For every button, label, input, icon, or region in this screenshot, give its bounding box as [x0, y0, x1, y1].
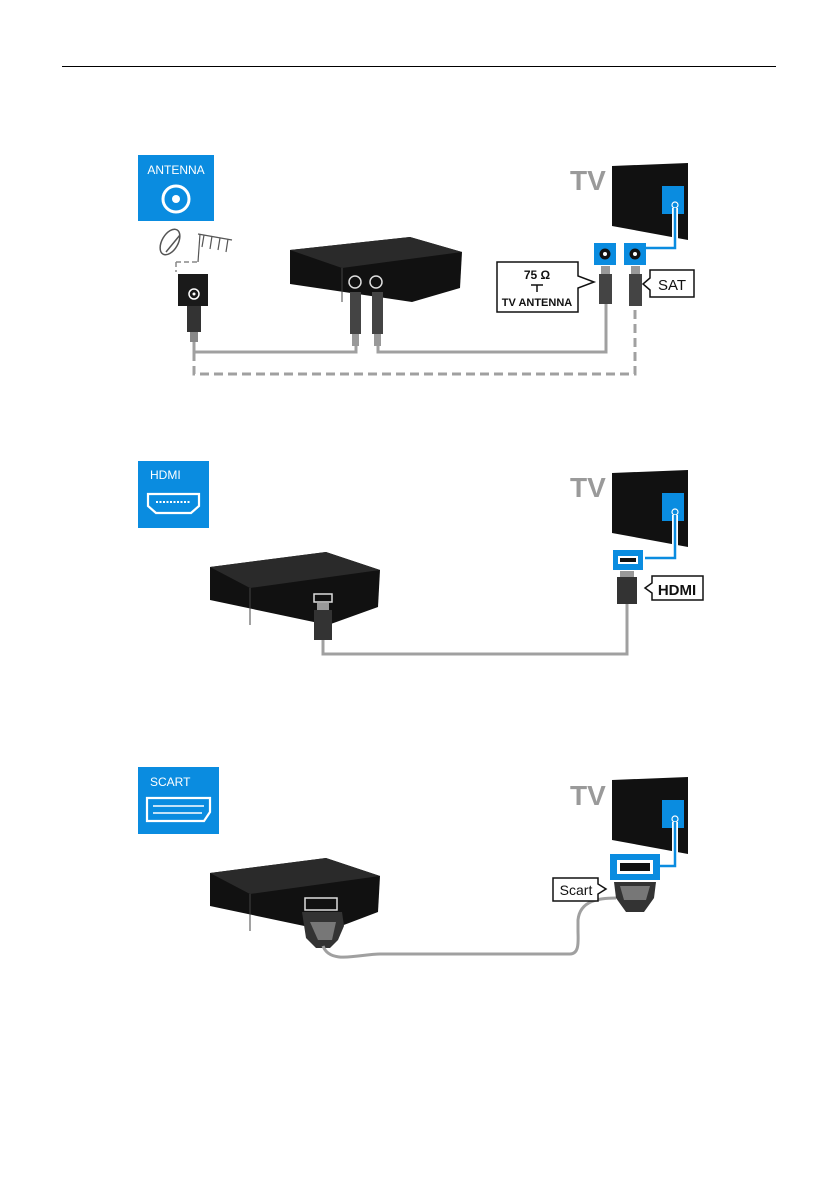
wall-socket	[178, 274, 208, 306]
hdmi-badge: HDMI	[138, 461, 209, 528]
tv-sat-plug	[629, 266, 642, 306]
tv-scart-port	[610, 854, 660, 880]
hdmi-callout-label: HDMI	[658, 582, 696, 599]
scart-callout-label: Scart	[560, 882, 593, 898]
tv-label: TV	[570, 165, 606, 196]
tv-hdmi-port	[613, 550, 643, 570]
antenna-badge-label: ANTENNA	[147, 163, 204, 177]
sat-callout-label: SAT	[658, 277, 686, 294]
hdmi-cable	[323, 604, 627, 654]
scart-connection-diagram: SCART TV Scart	[0, 765, 839, 965]
tv-label: TV	[570, 780, 606, 811]
tv-antenna-plug	[599, 266, 612, 304]
antenna-connection-diagram: ANTENNA	[0, 140, 839, 390]
scart-badge-label: SCART	[150, 775, 191, 789]
antenna-badge: ANTENNA	[138, 155, 214, 221]
tv-scart-plug	[614, 882, 656, 912]
antenna-callout-label: TV ANTENNA	[502, 297, 573, 309]
hdmi-connection-diagram: HDMI TV HDMI	[0, 455, 839, 665]
satellite-dashed-cable	[194, 306, 635, 374]
satellite-dish-icon	[156, 226, 184, 258]
scart-callout: Scart	[553, 878, 606, 901]
tv-sat-port	[624, 243, 646, 265]
box-antenna-plug-in	[350, 292, 361, 346]
hdmi-badge-label: HDMI	[150, 468, 181, 482]
sat-callout: SAT	[643, 270, 694, 297]
tv-antenna-callout: 75 Ω TV ANTENNA	[497, 262, 594, 312]
terrestrial-antenna-icon	[198, 234, 232, 262]
set-top-box	[210, 552, 380, 625]
antenna-cable-plug	[187, 306, 201, 342]
antenna-callout-impedance: 75 Ω	[524, 268, 551, 282]
tv-label: TV	[570, 472, 606, 503]
box-scart-plug	[302, 912, 344, 948]
box-antenna-plug-out	[372, 292, 383, 346]
tv-antenna-port	[594, 243, 616, 265]
tv-hdmi-plug	[617, 571, 637, 604]
hdmi-callout: HDMI	[645, 576, 703, 600]
scart-badge: SCART	[138, 767, 219, 834]
set-top-box	[210, 858, 380, 931]
antenna-to-box-cable	[194, 342, 356, 352]
page-top-rule	[62, 66, 776, 67]
